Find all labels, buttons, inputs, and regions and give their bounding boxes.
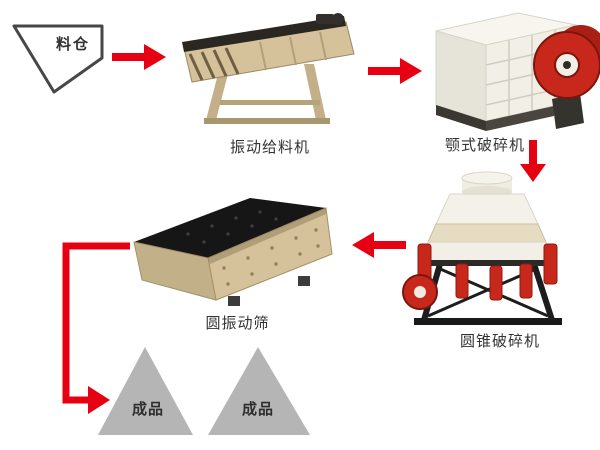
silo-label: 料仓	[56, 36, 91, 53]
vibrating-feeder-label: 振动给料机	[229, 139, 310, 156]
vibrating-screen-label: 圆振动筛	[205, 315, 270, 332]
arrow-silo-to-feeder-icon	[112, 44, 166, 70]
cone-crusher-illustration	[398, 168, 576, 330]
vibrating-screen-illustration	[128, 192, 346, 310]
arrow-screen-to-product-icon	[58, 238, 178, 423]
jaw-crusher-illustration	[424, 5, 600, 137]
jaw-crusher-label: 颚式破碎机	[444, 137, 525, 154]
product-triangle-left	[98, 347, 193, 435]
cone-crusher-label: 圆锥破碎机	[459, 333, 540, 350]
arrow-feeder-to-jaw-icon	[368, 58, 422, 84]
product-triangles	[88, 345, 318, 437]
arrow-jaw-to-cone-icon	[520, 140, 546, 182]
silo-icon	[8, 20, 108, 100]
vibrating-feeder-illustration	[168, 8, 368, 138]
product-label-right: 成品	[241, 401, 274, 418]
silo-node: 料仓	[8, 20, 108, 100]
product-label-left: 成品	[131, 401, 164, 418]
product-triangle-right	[208, 347, 310, 435]
arrow-cone-to-screen-icon	[352, 232, 406, 258]
